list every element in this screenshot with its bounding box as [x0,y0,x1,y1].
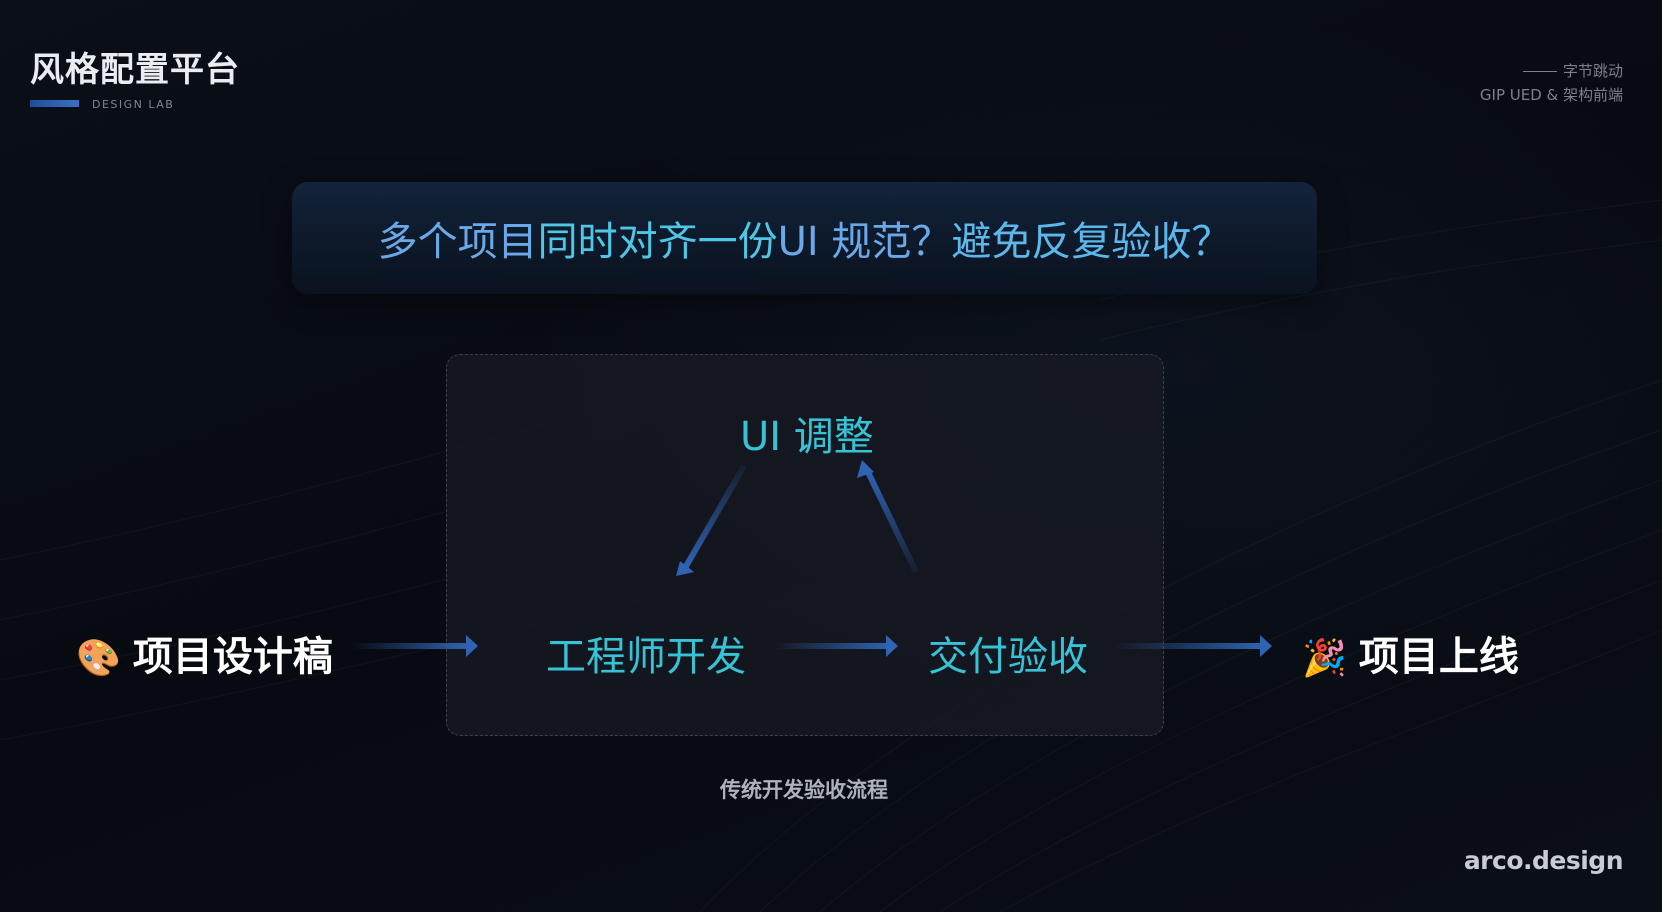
question-banner: 多个项目同时对齐一份 UI 规范？避免反复验收？ [292,182,1317,294]
org-name-text: 字节跳动 [1562,62,1623,80]
banner-part-2: 同时对齐一份 [537,219,778,265]
palette-icon: 🎨 [76,638,121,679]
node-design-draft: 🎨 项目设计稿 [76,624,333,682]
node-delivery-accept: 交付验收 [928,634,1088,680]
banner-part-4: 避免反复验收？ [951,219,1232,265]
banner-part-3: UI 规范？ [777,219,952,265]
title-accent-bar [30,100,79,107]
banner-part-1: 多个项目 [377,219,538,265]
launch-label: 项目上线 [1358,634,1519,680]
party-popper-icon: 🎉 [1302,638,1347,679]
page-subtitle: DESIGN LAB [92,98,175,111]
design-draft-label: 项目设计稿 [132,634,333,680]
page-title: 风格配置平台 [30,50,240,90]
node-engineer-dev: 工程师开发 [546,634,746,680]
dev-loop-box [446,354,1164,736]
dash-decoration [1522,71,1557,72]
org-name: 字节跳动 [1522,60,1623,81]
arco-design-logo: arco.design [1463,846,1624,875]
org-team: GIP UED & 架构前端 [1479,86,1623,104]
diagram-caption: 传统开发验收流程 [720,778,888,802]
node-launch: 🎉 项目上线 [1302,624,1519,682]
node-ui-adjust: UI 调整 [740,414,874,460]
